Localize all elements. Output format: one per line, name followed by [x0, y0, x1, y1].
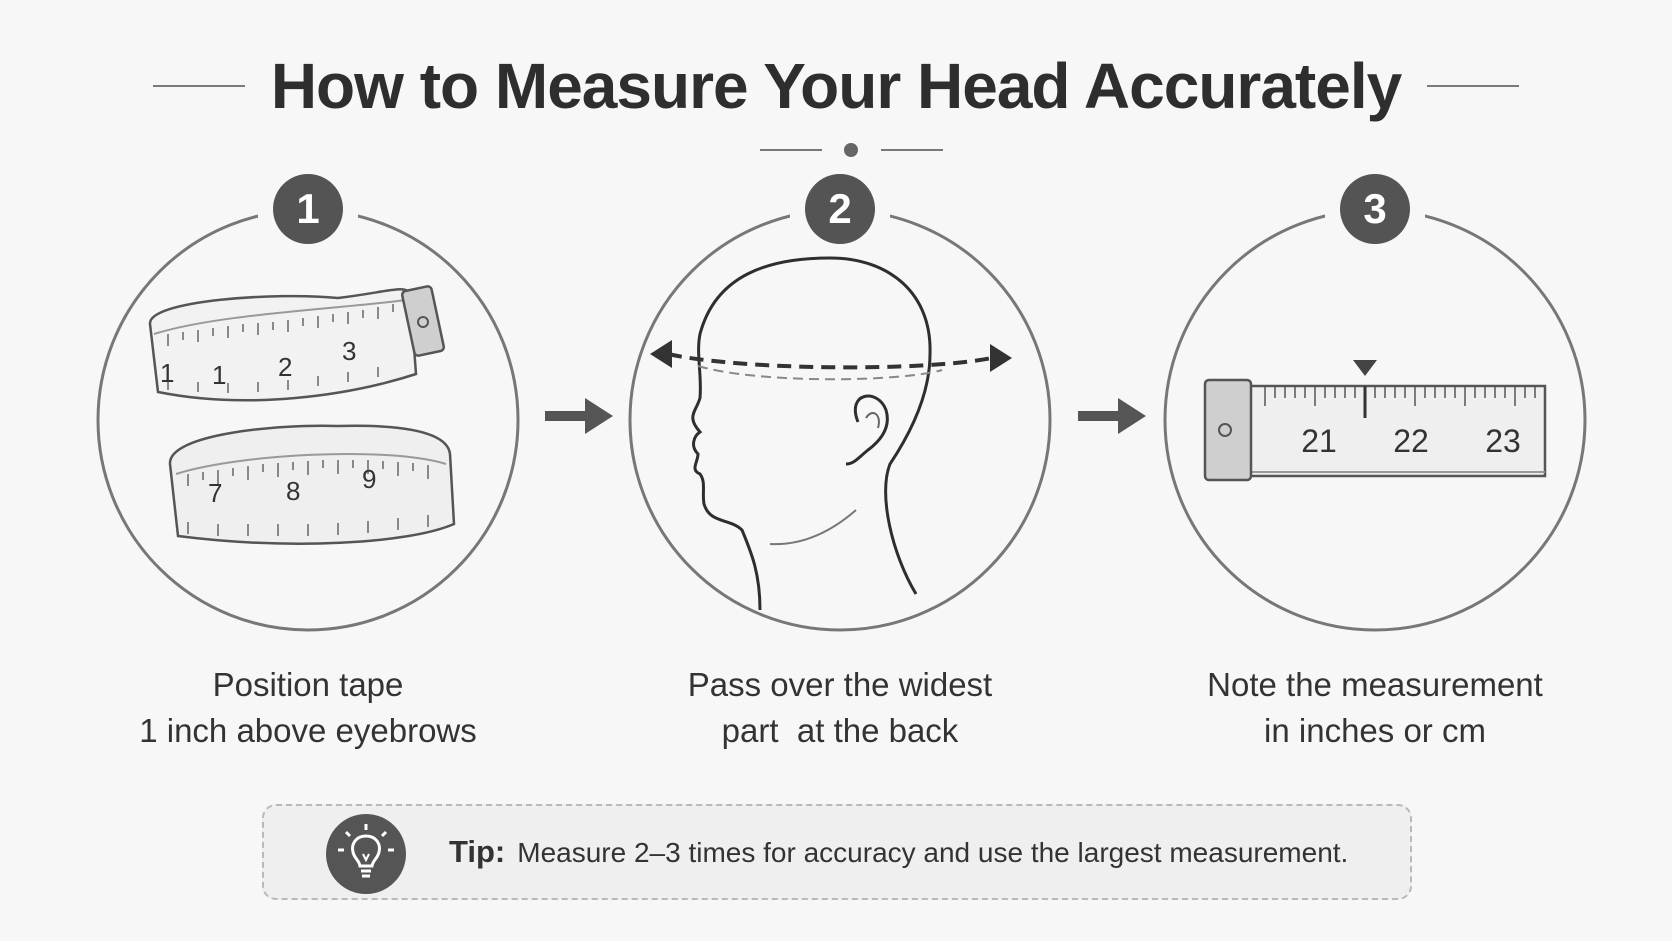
head-profile-illustration — [650, 256, 1012, 611]
page-title: How to Measure Your Head Accurately — [270, 50, 1402, 122]
tape-number: 7 — [208, 478, 222, 508]
arrow-right-icon — [1078, 398, 1146, 434]
coiled-tape-illustration: 1 1 2 3 7 8 9 — [148, 285, 456, 545]
scale-number: 23 — [1485, 423, 1521, 459]
title-rule-right — [1427, 85, 1520, 87]
step-3-caption-line-2: in inches or cm — [1264, 712, 1486, 749]
step-2-caption-line-2: part at the back — [721, 712, 959, 749]
header: How to Measure Your Head Accurately — [0, 46, 1672, 126]
tape-number: 3 — [342, 336, 356, 366]
title-ornament — [760, 143, 943, 157]
scale-number: 21 — [1301, 423, 1337, 459]
step-1-caption-line-1: Position tape — [212, 666, 404, 703]
step-2-caption-line-1: Pass over the widest — [687, 666, 993, 703]
tip-text: Tip: Measure 2–3 times for accuracy and u… — [449, 834, 1348, 870]
step-1: 1 1 2 3 7 8 9 1 Position tape 1 inch abo… — [88, 174, 528, 764]
lightbulb-icon — [326, 814, 406, 894]
step-1-caption-line-2: 1 inch above eyebrows — [139, 712, 477, 749]
tip-box: Tip: Measure 2–3 times for accuracy and u… — [262, 804, 1412, 900]
tip-label: Tip: — [449, 834, 506, 869]
step-2-number-badge: 2 — [805, 174, 875, 244]
step-2: 2 Pass over the widest part at the back — [620, 174, 1060, 764]
title-rule-left — [152, 85, 245, 87]
step-3-caption: Note the measurement in inches or cm — [1125, 662, 1625, 754]
step-1-caption: Position tape 1 inch above eyebrows — [58, 662, 558, 754]
step-3-caption-line-1: Note the measurement — [1207, 666, 1543, 703]
scale-number: 22 — [1393, 423, 1429, 459]
step-1-number-badge: 1 — [273, 174, 343, 244]
tape-number: 2 — [278, 352, 292, 382]
tape-number: 1 — [212, 360, 226, 390]
tape-reading-illustration: 21 22 23 — [1203, 360, 1547, 482]
tape-number: 8 — [286, 476, 300, 506]
step-3: 21 22 23 3 Note the measurement in inche… — [1155, 174, 1595, 764]
tip-message: Measure 2–3 times for accuracy and use t… — [517, 837, 1349, 868]
tape-number: 1 — [160, 358, 174, 388]
tape-number: 9 — [362, 464, 376, 494]
step-3-number-badge: 3 — [1340, 174, 1410, 244]
step-2-caption: Pass over the widest part at the back — [590, 662, 1090, 754]
arrow-right-icon — [545, 398, 613, 434]
